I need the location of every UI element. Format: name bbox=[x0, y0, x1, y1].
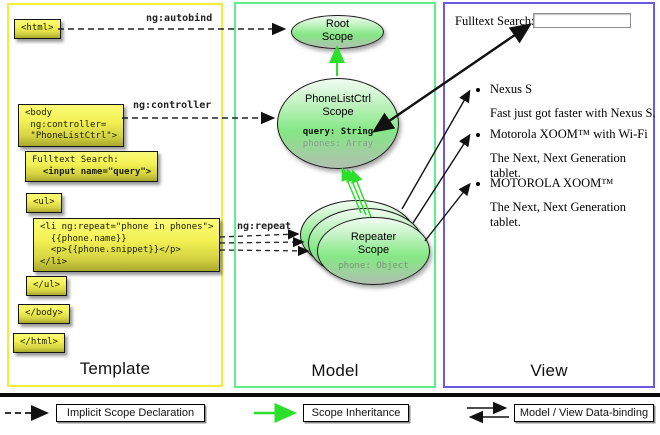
view-item-desc: The Next, Next Generation tablet. bbox=[490, 151, 627, 180]
legend-scope-inheritance: Scope Inheritance bbox=[303, 404, 409, 422]
code-text: </li> bbox=[40, 256, 68, 267]
scope-title-line: Repeater bbox=[350, 231, 397, 243]
template-column-frame bbox=[7, 3, 223, 387]
legend-model-view-data-binding: Model / View Data-binding bbox=[514, 404, 654, 422]
ng-controller-label: ng:controller bbox=[133, 100, 212, 111]
root-scope-title: Root Scope bbox=[292, 18, 383, 44]
code-text: </html> bbox=[20, 337, 58, 347]
root-scope-ellipse: Root Scope bbox=[291, 15, 384, 49]
view-item-title: Nexus S bbox=[490, 82, 533, 96]
repeater-scope-title: Repeater Scope bbox=[318, 231, 429, 257]
ng-repeat-label: ng:repeat bbox=[237, 221, 292, 232]
model-column-frame bbox=[234, 2, 436, 388]
code-text: "PhoneListCtrl"> bbox=[25, 131, 118, 141]
code-box-li-repeat: <li ng:repeat="phone in phones"> {{phone… bbox=[33, 218, 221, 272]
scope-prop-query: query: String bbox=[302, 127, 374, 137]
code-box-body-open: <body ng:controller= "PhoneListCtrl"> bbox=[18, 104, 125, 147]
code-box-fulltext-search: Fulltext Search: <input name="query"> bbox=[25, 151, 159, 182]
view-column-frame bbox=[443, 2, 655, 388]
scope-prop-phones: phones: Array bbox=[302, 139, 374, 149]
code-text: ng:controller= bbox=[25, 119, 107, 130]
scope-title-line: Scope bbox=[322, 106, 354, 118]
repeater-scope-ellipse-front: Repeater Scope phone: Object bbox=[317, 217, 430, 285]
model-column-label: Model bbox=[311, 361, 359, 380]
code-text: <body bbox=[25, 108, 53, 118]
view-item-desc: The Next, Next Generation tablet. bbox=[490, 200, 627, 229]
code-box-ul-open: <ul> bbox=[26, 193, 62, 213]
code-text: <input name="query"> bbox=[32, 166, 152, 177]
scope-title-line: Root bbox=[325, 18, 350, 30]
code-text: <li ng:repeat="phone in phones"> bbox=[40, 222, 214, 232]
scope-title-line: Scope bbox=[321, 31, 354, 43]
phonelist-ctrl-scope-ellipse: PhoneListCtrl Scope query: String phones… bbox=[277, 78, 399, 169]
code-text: Fulltext Search: bbox=[32, 155, 119, 165]
code-text: </ul> bbox=[33, 280, 61, 290]
view-item-desc: Fast just got faster with Nexus S. bbox=[490, 106, 656, 120]
code-text: <ul> bbox=[33, 197, 55, 207]
code-box-ul-close: </ul> bbox=[26, 276, 68, 296]
scope-title-line: PhoneListCtrl bbox=[304, 93, 372, 105]
code-text: <p>{{phone.snippet}}</p> bbox=[40, 245, 181, 255]
view-item-title: Motorola XOOM™ with Wi-Fi bbox=[490, 127, 648, 141]
legend-implicit-scope-declaration: Implicit Scope Declaration bbox=[56, 404, 205, 422]
template-column-label: Template bbox=[79, 359, 151, 378]
scope-prop-phone: phone: Object bbox=[338, 261, 409, 271]
code-text: </body> bbox=[25, 308, 63, 318]
bullet-icon bbox=[476, 133, 480, 137]
legend-separator-line bbox=[0, 393, 660, 397]
code-box-body-close: </body> bbox=[18, 304, 70, 324]
view-search-label: Fulltext Search: bbox=[455, 14, 535, 28]
scope-title-line: Scope bbox=[357, 244, 390, 256]
code-text: {{phone.name}} bbox=[40, 233, 127, 244]
phonelist-scope-title: PhoneListCtrl Scope bbox=[278, 93, 398, 119]
code-text: <html> bbox=[21, 23, 54, 33]
search-input[interactable] bbox=[533, 13, 631, 28]
code-box-html-open: <html> bbox=[14, 19, 61, 39]
view-item-title: MOTOROLA XOOM™ bbox=[490, 176, 614, 190]
ng-autobind-label: ng:autobind bbox=[146, 13, 213, 24]
bullet-icon bbox=[476, 182, 480, 186]
code-box-html-close: </html> bbox=[13, 333, 65, 353]
bullet-icon bbox=[476, 88, 480, 92]
view-column-label: View bbox=[530, 361, 568, 380]
